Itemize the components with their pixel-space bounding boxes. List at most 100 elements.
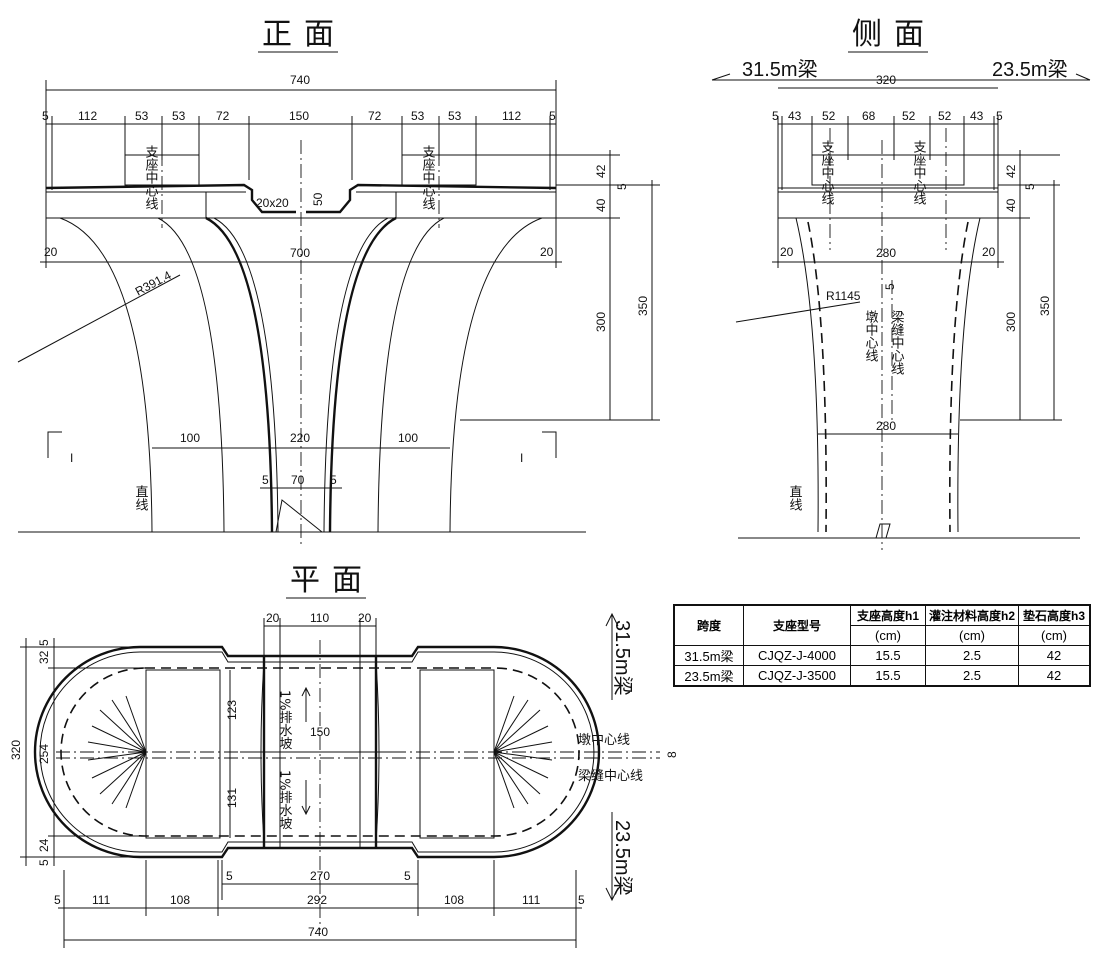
table-unit-h3: (cm) — [1018, 625, 1091, 646]
front-dim-53d: 53 — [448, 109, 462, 123]
plan-bottom-111a: 111 — [92, 893, 111, 907]
side-width-280-top: 280 — [876, 246, 896, 260]
front-dim-53b: 53 — [172, 109, 186, 123]
side-dim-5b: 5 — [996, 109, 1003, 123]
front-cap-height: 40 — [594, 198, 608, 212]
plan-view: 20 110 20 — [9, 611, 679, 948]
front-gap-5b: 5 — [330, 473, 337, 487]
side-pad-height: 42 — [1004, 164, 1018, 178]
front-pad-gap: 5 — [615, 183, 629, 190]
plan-left-32: 32 — [37, 650, 51, 664]
plan-bottom-5a: 5 — [54, 893, 61, 907]
plan-bottom-108b: 108 — [444, 893, 464, 907]
side-support-label-left: 支座中心线 — [819, 140, 835, 205]
front-radius: R391.4 — [133, 268, 174, 299]
table-unit-h1: (cm) — [850, 625, 926, 646]
front-dim-5a: 5 — [42, 109, 49, 123]
front-section-mark-left: I — [70, 451, 73, 465]
side-support-label-right: 支座中心线 — [911, 140, 927, 205]
front-dim-72a: 72 — [216, 109, 230, 123]
side-view: 31.5m梁 23.5m梁 320 5 43 52 68 52 52 43 5 — [711, 58, 1091, 550]
plan-beam-top: 31.5m梁 — [611, 620, 634, 696]
side-cap-height: 40 — [1004, 198, 1018, 212]
side-dim-68: 68 — [862, 109, 876, 123]
plan-center-width: 150 — [310, 725, 330, 739]
plan-beam-bottom: 23.5m梁 — [611, 820, 634, 896]
side-straight-label: 直线 — [787, 485, 803, 511]
table-cell: CJQZ-J-3500 — [743, 665, 851, 687]
side-pier-center-label: 墩中心线 — [863, 310, 879, 362]
front-section-mark-right: I — [520, 451, 523, 465]
side-dim-52c: 52 — [938, 109, 952, 123]
plan-inner-height: 254 — [37, 744, 51, 764]
plan-pier-center-label: 墩中心线 — [578, 733, 630, 748]
front-notch-label: 20x20 — [256, 196, 289, 210]
table-cell: 2.5 — [925, 665, 1019, 687]
side-radius: R1145 — [826, 289, 861, 303]
side-beam-right: 23.5m梁 — [992, 58, 1068, 81]
plan-drain-upper: 1%排水坡 — [277, 690, 293, 750]
plan-bottom-108a: 108 — [170, 893, 190, 907]
plan-bottom-5b: 5 — [578, 893, 585, 907]
plan-top-110: 110 — [310, 611, 329, 625]
front-h350: 350 — [636, 296, 650, 316]
side-beam-left: 31.5m梁 — [742, 58, 818, 81]
front-gap-70: 70 — [291, 473, 305, 487]
plan-bottom-111b: 111 — [522, 893, 541, 907]
side-view-title: 侧面 — [852, 17, 936, 52]
side-dim-52b: 52 — [902, 109, 916, 123]
plan-top-20b: 20 — [358, 611, 372, 625]
table-row: 23.5m梁 CJQZ-J-3500 15.5 2.5 42 — [673, 665, 1091, 687]
front-bottom-100b: 100 — [398, 431, 418, 445]
side-width-280-bottom: 280 — [876, 419, 896, 433]
side-total-width: 320 — [876, 73, 896, 87]
front-dim-5b: 5 — [549, 109, 556, 123]
front-h300: 300 — [594, 312, 608, 332]
side-dim-52a: 52 — [822, 109, 836, 123]
front-view: 740 5 112 53 53 72 150 72 53 53 112 5 — [17, 73, 660, 545]
table-header-span: 跨度 — [673, 604, 744, 646]
front-notch-height: 50 — [311, 192, 325, 206]
front-support-label-right: 支座中心线 — [420, 145, 436, 210]
side-edge-right: 20 — [982, 245, 996, 259]
side-dim-43a: 43 — [788, 109, 802, 123]
table-header-h1: 支座高度h1 — [850, 604, 926, 626]
plan-left-5b: 5 — [37, 859, 51, 866]
table-header-h3: 垫石高度h3 — [1018, 604, 1091, 626]
front-inner-width: 700 — [290, 246, 310, 260]
plan-view-title: 平面 — [290, 563, 374, 598]
front-dim-53a: 53 — [135, 109, 149, 123]
side-pad-gap: 5 — [1023, 183, 1037, 190]
table-unit-h2: (cm) — [925, 625, 1019, 646]
front-support-label-left: 支座中心线 — [143, 145, 159, 210]
plan-left-24: 24 — [37, 838, 51, 852]
front-straight-label: 直线 — [133, 485, 149, 511]
front-dim-53c: 53 — [411, 109, 425, 123]
front-gap-5a: 5 — [262, 473, 269, 487]
side-joint-center-label: 梁缝中心线 — [889, 310, 905, 375]
side-h350: 350 — [1038, 296, 1052, 316]
front-edge-right: 20 — [540, 245, 554, 259]
table-cell: 42 — [1018, 665, 1091, 687]
front-bottom-100a: 100 — [180, 431, 200, 445]
plan-drain-lower: 1%排水坡 — [277, 770, 293, 830]
table-cell: 42 — [1018, 645, 1091, 666]
plan-bottom-292: 292 — [307, 893, 327, 907]
table-cell: 15.5 — [850, 665, 926, 687]
table-cell: 2.5 — [925, 645, 1019, 666]
front-dim-112a: 112 — [78, 109, 97, 123]
plan-total-width: 740 — [308, 925, 328, 939]
plan-joint-center-label: 梁缝中心线 — [578, 769, 643, 784]
front-bottom-220: 220 — [290, 431, 310, 445]
front-total-width: 740 — [290, 73, 310, 87]
table-row: 31.5m梁 CJQZ-J-4000 15.5 2.5 42 — [673, 645, 1091, 666]
side-edge-left: 20 — [780, 245, 794, 259]
table-header-h2: 灌注材料高度h2 — [925, 604, 1019, 626]
plan-offset: 8 — [665, 751, 679, 758]
front-dim-150: 150 — [289, 109, 309, 123]
bearing-spec-table: 跨度 支座型号 支座高度h1 灌注材料高度h2 垫石高度h3 (cm) (cm)… — [673, 604, 1091, 687]
front-view-title: 正面 — [262, 17, 346, 52]
plan-left-123: 123 — [225, 700, 239, 720]
plan-top-20a: 20 — [266, 611, 280, 625]
